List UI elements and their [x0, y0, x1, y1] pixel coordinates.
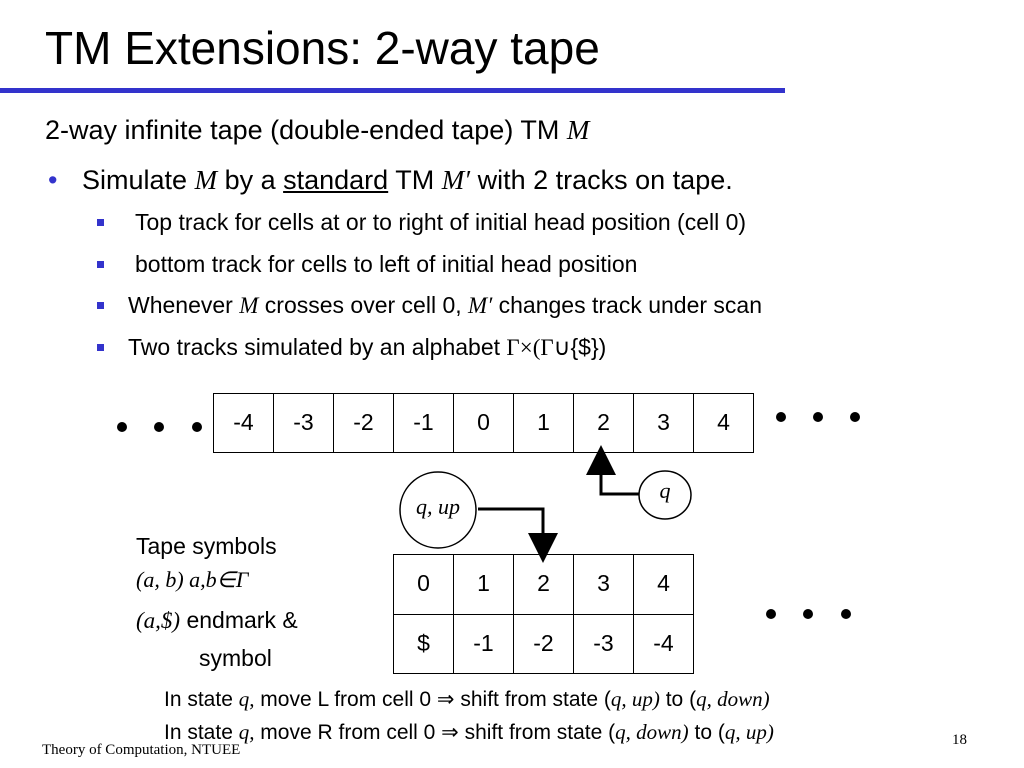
bullet-part: Simulate [82, 165, 195, 195]
ellipsis-dot [803, 609, 813, 619]
top-track-cell: 0 [393, 554, 454, 615]
intro-text: 2-way infinite tape (double-ended tape) … [45, 115, 567, 145]
ellipsis-dot [154, 422, 164, 432]
bullet-part: TM [388, 165, 442, 195]
state-q: q [659, 478, 671, 503]
bullet-part: with 2 tracks on tape. [470, 165, 733, 195]
tape-cell: -3 [273, 393, 334, 453]
bullet-dot: • [48, 165, 58, 195]
tape-symbols-line: symbol [199, 645, 272, 671]
sub-bullet-text: Two tracks simulated by an alphabet [128, 334, 507, 360]
sub-bullet-text: Top track for cells at or to right of in… [135, 209, 747, 235]
head-pointer-arrow [586, 445, 641, 496]
tape-cell: -4 [213, 393, 274, 453]
tape-cell: 3 [633, 393, 694, 453]
tape-symbols-line: (a,$) endmark & [136, 604, 298, 637]
transition-note: In state q, move L from cell 0 ⇒ shift f… [164, 684, 770, 715]
note-state: q, [238, 720, 255, 744]
state-label-q: q [639, 478, 691, 504]
bottom-track-cell: -3 [573, 614, 634, 674]
note-text: move L from cell 0 ⇒ shift from state ( [254, 688, 611, 711]
ellipsis-dot [850, 412, 860, 422]
ellipsis-dot [841, 609, 851, 619]
endmark-text: endmark & [180, 607, 298, 633]
tape-cell: -1 [393, 393, 454, 453]
bottom-track-cell: -4 [633, 614, 694, 674]
ellipsis-dot [117, 422, 127, 432]
note-text: In state [164, 721, 239, 744]
note-state: q, up) [724, 720, 774, 744]
sub-bullet-text: crosses over cell 0, [258, 292, 469, 318]
title-divider [0, 88, 785, 93]
note-state: q, down) [696, 687, 770, 711]
state-q-up: q, up [416, 494, 460, 519]
bottom-track-cell: -2 [513, 614, 574, 674]
note-text: to ( [688, 721, 725, 744]
tape-cell: 4 [693, 393, 754, 453]
transition-note: In state q, move R from cell 0 ⇒ shift f… [164, 717, 774, 748]
sub-bullet-text: bottom track for cells to left of initia… [135, 251, 638, 277]
alphabet-symbol: Γ×(Γ∪ [506, 335, 571, 360]
bottom-track-cell: -1 [453, 614, 514, 674]
footer-text: Theory of Computation, NTUEE [42, 742, 241, 758]
page-number: 18 [952, 732, 967, 748]
ellipsis-dot [776, 412, 786, 422]
slide-title: TM Extensions: 2-way tape [45, 22, 600, 74]
bullet-var: M′ [441, 165, 471, 195]
note-state: q, down) [615, 720, 689, 744]
note-text: In state [164, 688, 239, 711]
sub-bullet-text: Whenever [128, 292, 240, 318]
note-text: to ( [659, 688, 697, 711]
top-track-cell: 1 [453, 554, 514, 615]
sub-bullet-var: M [239, 293, 259, 318]
sub-bullet-text: {$}) [570, 334, 607, 360]
ellipsis-dot [813, 412, 823, 422]
bullet-var: M [194, 165, 218, 195]
sub-bullet-var: M′ [468, 293, 493, 318]
square-bullet-icon [97, 219, 104, 226]
ellipsis-dot [192, 422, 202, 432]
note-state: q, up) [610, 687, 660, 711]
top-track-cell: 3 [573, 554, 634, 615]
top-track-cell: 4 [633, 554, 694, 615]
bullet-part: by a [217, 165, 284, 195]
endmark-pair: (a,$) [136, 608, 181, 633]
intro-var: M [566, 115, 590, 145]
tape-symbols-line: (a, b) a,b∈Γ [136, 567, 249, 592]
tape-cell: 0 [453, 393, 514, 453]
bottom-track-cell: $ [393, 614, 454, 674]
intro-line: 2-way infinite tape (double-ended tape) … [45, 112, 589, 148]
square-bullet-icon [97, 344, 104, 351]
note-text: move R from cell 0 ⇒ shift from state ( [254, 721, 616, 744]
bullet-standard: standard [283, 165, 389, 195]
head-pointer-arrow [478, 507, 558, 563]
state-label-q-up: q, up [400, 494, 476, 520]
tape-cell: 1 [513, 393, 574, 453]
tape-cell: -2 [333, 393, 394, 453]
sub-bullet-text: changes track under scan [492, 292, 763, 318]
tape-symbols-heading: Tape symbols [136, 533, 277, 559]
square-bullet-icon [97, 261, 104, 268]
note-state: q, [238, 687, 255, 711]
ellipsis-dot [766, 609, 776, 619]
square-bullet-icon [97, 302, 104, 309]
tape-cell: 2 [573, 393, 634, 453]
top-track-cell: 2 [513, 554, 574, 615]
